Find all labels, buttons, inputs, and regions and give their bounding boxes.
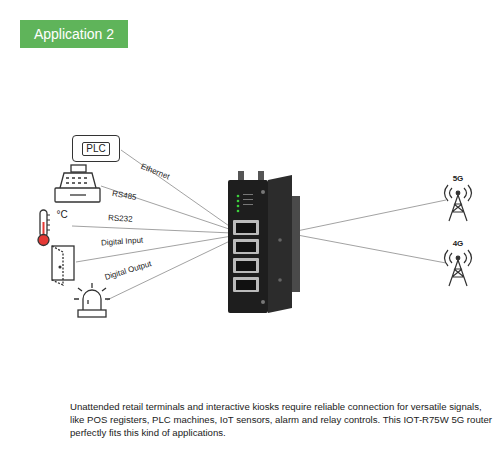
router-device — [228, 171, 300, 313]
cell-tower-node: 5G — [440, 174, 476, 224]
tower-5g-symbol — [445, 185, 472, 221]
network-label: 4G — [453, 239, 464, 249]
cell-tower-node: 4G — [440, 239, 476, 289]
caption-text: Unattended retail terminals and interact… — [70, 400, 498, 439]
thermometer-icon — [38, 210, 50, 246]
network-label: 5G — [453, 174, 464, 184]
tower-4g-symbol — [445, 250, 472, 286]
title-text: Application 2 — [20, 20, 128, 48]
signal-name: Digital Output — [104, 259, 153, 283]
signal-name: Digital Input — [101, 236, 144, 249]
signal-name: Ethernet — [139, 162, 171, 183]
title-banner — [20, 20, 128, 48]
unit-label: °C — [57, 210, 68, 220]
alarm-light-icon — [74, 283, 110, 317]
signal-name: RS232 — [108, 213, 133, 224]
device-label: PLC — [82, 142, 109, 156]
plc-device-box: PLC — [72, 135, 120, 162]
signal-name: RS485 — [111, 189, 137, 203]
pos-register-icon — [55, 165, 100, 202]
door-icon — [52, 246, 74, 285]
